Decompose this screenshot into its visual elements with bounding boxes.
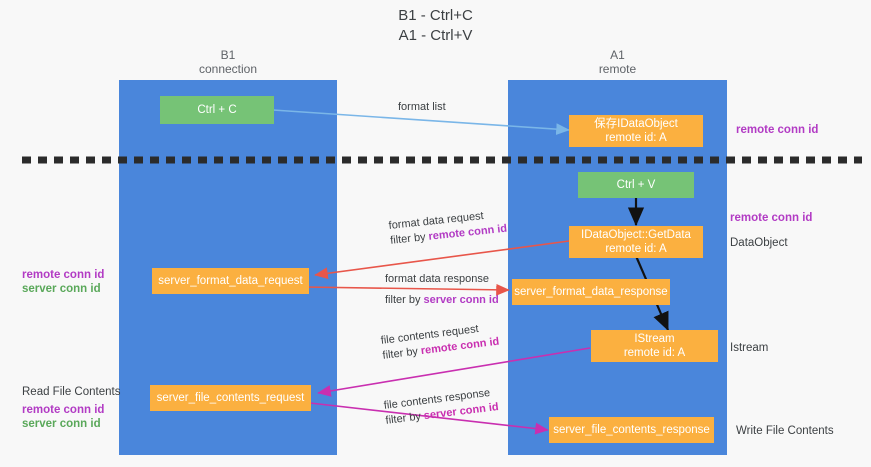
box-server-format-data-request[interactable]: server_format_data_request <box>152 268 309 294</box>
title-line-1: B1 - Ctrl+C <box>398 7 473 24</box>
title-line-2: A1 - Ctrl+V <box>398 27 473 44</box>
filter-by-prefix-2: filter by <box>385 294 424 306</box>
box-save-idataobject-line2: remote id: A <box>605 132 667 144</box>
box-getdata-line2: remote id: A <box>605 243 667 255</box>
box-istream-line2: remote id: A <box>623 347 686 359</box>
label-right-dataobject: DataObject <box>730 237 788 249</box>
filter-by-prefix-3: filter by <box>381 345 422 362</box>
box-server-file-contents-response[interactable]: server_file_contents_response <box>549 417 714 443</box>
arrow-label-file-contents-response: file contents response filter by server … <box>383 385 500 429</box>
arrow-label-format-list: format list <box>398 100 446 115</box>
arrow-label-format-list-text: format list <box>398 101 446 113</box>
box-server-format-data-request-label: server_format_data_request <box>158 275 303 287</box>
column-header-right-role: remote <box>598 62 637 76</box>
arrow-label-file-contents-request: file contents request filter by remote c… <box>380 320 500 364</box>
label-right-remote-conn-id-getdata: remote conn id <box>730 212 813 224</box>
box-server-format-data-response[interactable]: server_format_data_response <box>512 279 670 305</box>
label-left-read-file-contents: Read File Contents <box>22 386 121 398</box>
box-istream-line1: IStream <box>634 333 675 345</box>
box-server-format-data-response-label: server_format_data_response <box>514 286 668 298</box>
label-right-write-file-contents: Write File Contents <box>736 425 834 437</box>
diagram-title: B1 - Ctrl+C A1 - Ctrl+V <box>0 6 871 46</box>
arrow-label-format-data-response-line2: filter by server conn id <box>385 293 499 308</box>
box-server-file-contents-request[interactable]: server_file_contents_request <box>150 385 311 411</box>
filter-by-prefix-1: filter by <box>389 230 430 247</box>
label-left-remote-conn-id-1: remote conn id <box>22 269 105 281</box>
box-ctrl-v[interactable]: Ctrl + V <box>578 172 694 198</box>
column-header-left: B1 connection <box>119 48 337 76</box>
column-header-left-role: connection <box>198 62 258 76</box>
column-header-right: A1 remote <box>508 48 727 76</box>
box-ctrl-v-label: Ctrl + V <box>616 179 656 191</box>
column-header-right-name: A1 <box>610 48 625 62</box>
label-right-istream: Istream <box>730 342 769 354</box>
box-ctrl-c-label: Ctrl + C <box>197 104 237 116</box>
arrow-label-format-data-response-line1: format data response <box>385 273 489 285</box>
box-istream[interactable]: IStream remote id: A <box>591 330 718 362</box>
arrow-label-format-data-response: format data response filter by server co… <box>385 272 499 308</box>
column-header-left-name: B1 <box>220 48 236 62</box>
box-save-idataobject[interactable]: 保存IDataObject remote id: A <box>569 115 703 147</box>
label-left-server-conn-id-2: server conn id <box>22 418 101 430</box>
label-left-server-conn-id-1: server conn id <box>22 283 101 295</box>
arrow-label-format-data-request: format data request filter by remote con… <box>388 207 508 249</box>
box-getdata-line1: IDataObject::GetData <box>581 229 691 241</box>
box-server-file-contents-request-label: server_file_contents_request <box>156 392 305 404</box>
box-save-idataobject-line1: 保存IDataObject <box>594 118 678 130</box>
filter-key-server-conn-id-1: server conn id <box>423 294 499 306</box>
box-ctrl-c[interactable]: Ctrl + C <box>160 96 274 124</box>
box-server-file-contents-response-label: server_file_contents_response <box>553 424 710 436</box>
label-left-remote-conn-id-2: remote conn id <box>22 404 105 416</box>
filter-by-prefix-4: filter by <box>384 410 425 427</box>
label-right-remote-conn-id-top: remote conn id <box>736 124 819 136</box>
box-idataobject-getdata[interactable]: IDataObject::GetData remote id: A <box>569 226 703 258</box>
